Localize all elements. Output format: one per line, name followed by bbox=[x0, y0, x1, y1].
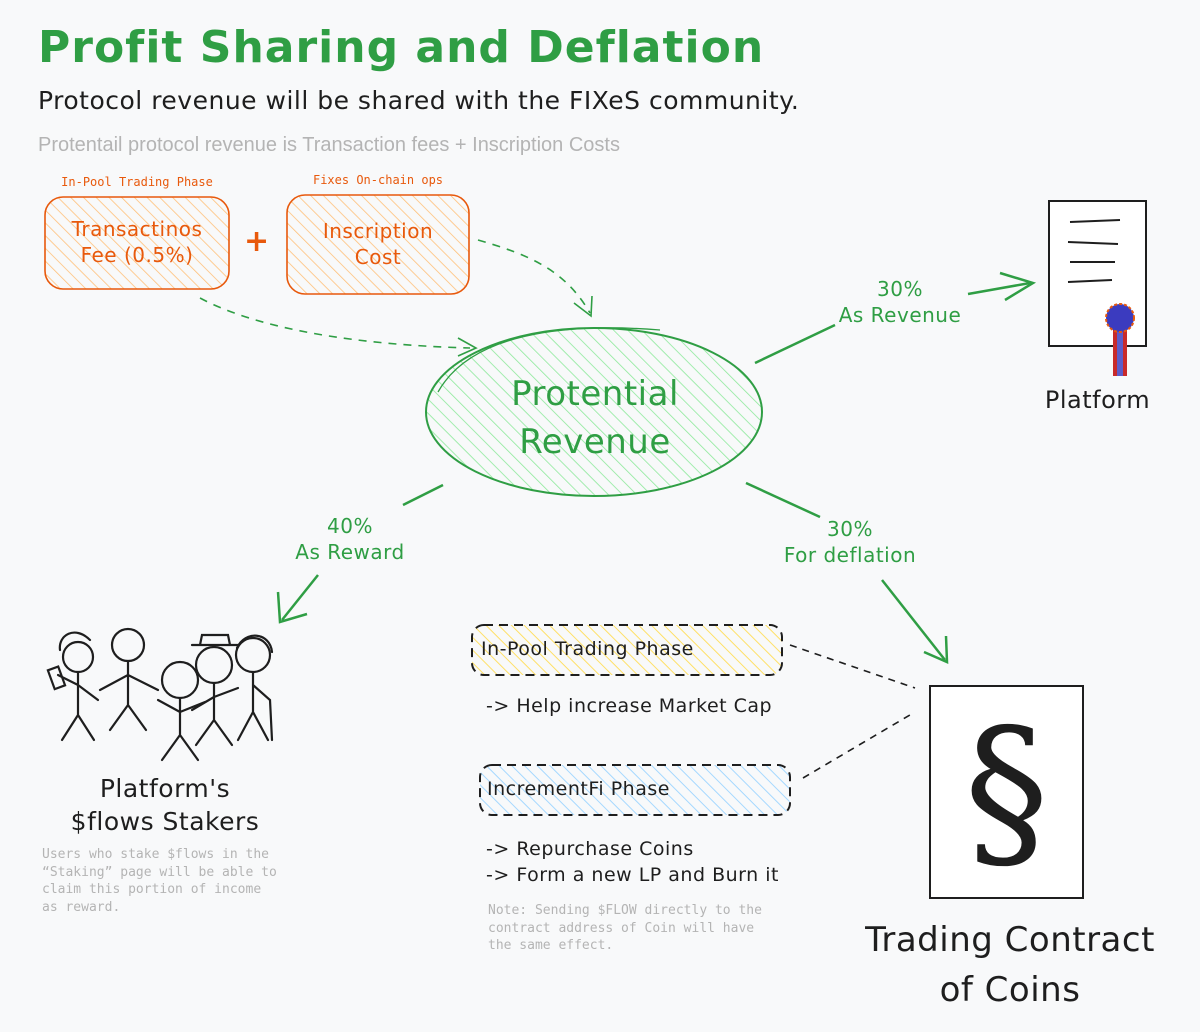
phases-note-line: Note: Sending $FLOW directly to the bbox=[488, 903, 762, 918]
contract-label: Trading Contract of Coins bbox=[830, 915, 1190, 1015]
phases-note-line: the same effect. bbox=[488, 938, 614, 953]
center-label: Protential Revenue bbox=[430, 370, 760, 466]
revenue-to-platform-arrow bbox=[754, 323, 836, 365]
incrementfi-phase-box bbox=[479, 764, 791, 816]
fee-phase-tag: In-Pool Trading Phase bbox=[61, 175, 213, 189]
center-line2: Revenue bbox=[519, 422, 671, 462]
plus-sign: + bbox=[244, 224, 270, 259]
inscription-arrow-head bbox=[573, 295, 593, 318]
fee-arrow-head bbox=[457, 337, 478, 357]
fee-to-revenue-arrow bbox=[199, 297, 471, 349]
contract-line2: of Coins bbox=[939, 970, 1081, 1010]
inpool-phase-label: In-Pool Trading Phase bbox=[481, 638, 694, 660]
deflation-pct: 30% bbox=[827, 517, 873, 541]
stakers-group-icon bbox=[46, 627, 274, 762]
revenue-to-stakers-arrow bbox=[402, 483, 444, 507]
inpool-bullet: -> Help increase Market Cap bbox=[486, 695, 773, 717]
page-title: Profit Sharing and Deflation bbox=[38, 22, 765, 73]
incrementfi-bullets: -> Repurchase Coins -> Form a new LP and… bbox=[486, 836, 779, 888]
phases-note-line: contract address of Coin will have bbox=[488, 920, 755, 936]
platform-label: Platform bbox=[1044, 386, 1151, 414]
incrementfi-bullet: -> Form a new LP and Burn it bbox=[486, 864, 779, 886]
page-subtitle: Protocol revenue will be shared with the… bbox=[38, 86, 800, 115]
inscription-to-revenue-arrow bbox=[477, 239, 591, 314]
section-symbol-icon: § bbox=[964, 693, 1049, 891]
inpool-phase-box bbox=[471, 624, 783, 676]
center-line1: Protential bbox=[511, 374, 679, 414]
inscription-tag: Fixes On-chain ops bbox=[312, 173, 444, 187]
platform-document-icon bbox=[1048, 200, 1147, 376]
increment-to-contract-connector bbox=[802, 711, 916, 779]
reward-pct: 40% bbox=[327, 514, 373, 538]
transaction-fee-box bbox=[44, 196, 230, 290]
intro-text: Protentail protocol revenue is Transacti… bbox=[38, 134, 620, 156]
inpool-to-contract-connector bbox=[789, 644, 916, 689]
incrementfi-bullet: -> Repurchase Coins bbox=[486, 838, 694, 860]
reward-label: As Reward bbox=[295, 540, 405, 564]
inscription-box-label: Inscription Cost bbox=[287, 218, 469, 270]
revenue-label: As Revenue bbox=[838, 303, 962, 327]
inscription-label-line1: Inscription bbox=[322, 219, 434, 243]
incrementfi-phase-label: IncrementFi Phase bbox=[487, 778, 670, 800]
stakers-note-line: as reward. bbox=[42, 899, 121, 915]
fee-label-line1: Transactinos bbox=[71, 217, 203, 241]
stakers-note-line: Users who stake $flows in the bbox=[42, 847, 269, 862]
stakers-line1: Platform's bbox=[99, 774, 231, 803]
stakers-note: Users who stake $flows in the “Staking” … bbox=[42, 846, 312, 916]
fee-box-label: Transactinos Fee (0.5%) bbox=[45, 216, 229, 268]
contract-line1: Trading Contract bbox=[865, 920, 1155, 960]
phases-note: Note: Sending $FLOW directly to the cont… bbox=[488, 902, 808, 955]
deflation-flow-label: 30% For deflation bbox=[770, 516, 930, 568]
stakers-label: Platform's $flows Stakers bbox=[40, 772, 290, 838]
stakers-note-line: claim this portion of income bbox=[42, 882, 262, 897]
reward-flow-label: 40% As Reward bbox=[280, 513, 420, 565]
fee-label-line2: Fee (0.5%) bbox=[80, 243, 194, 267]
revenue-flow-label: 30% As Revenue bbox=[830, 276, 970, 328]
stakers-line2: $flows Stakers bbox=[70, 807, 260, 836]
revenue-to-contract-arrow bbox=[745, 481, 821, 519]
stakers-note-line: “Staking” page will be able to bbox=[42, 864, 277, 880]
deflation-label: For deflation bbox=[783, 543, 917, 567]
trading-contract-box bbox=[929, 685, 1084, 899]
revenue-pct: 30% bbox=[877, 277, 923, 301]
inscription-label-line2: Cost bbox=[354, 245, 402, 269]
inscription-cost-box bbox=[286, 194, 470, 295]
